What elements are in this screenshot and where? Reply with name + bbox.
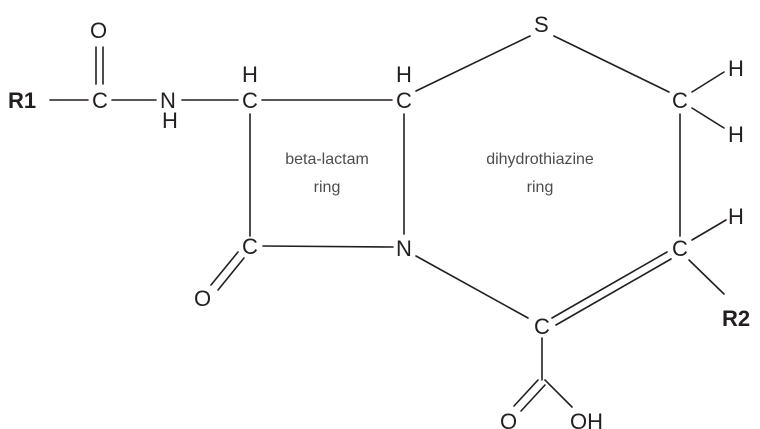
atom-c-alkene: C (672, 236, 688, 261)
bond-lactam-double-a (210, 251, 239, 286)
group-r2: R2 (722, 306, 750, 331)
group-r1: R1 (8, 88, 36, 113)
bond-carboxyl-oh (544, 379, 573, 408)
atom-o-carbonyl: O (90, 18, 107, 43)
atom-c-ch2: C (672, 88, 688, 113)
atom-c-lactam: C (242, 234, 258, 259)
bond-ch2-hbottom (691, 107, 725, 129)
atom-n-ring: N (396, 236, 412, 261)
atom-n-amide: N (160, 88, 176, 113)
atom-labels: O R1 C N H H C H C S C H H C O N C H R2 … (8, 12, 750, 429)
dihydrothiazine-label-line2: ring (527, 179, 554, 196)
atom-h-alkene: H (728, 204, 744, 229)
atom-o-lactam: O (194, 286, 211, 311)
bond-alkene-double-a (551, 251, 668, 319)
bond-clactam-nring (262, 245, 394, 248)
atom-s: S (534, 12, 549, 37)
bond-lactam-double-b (217, 257, 245, 291)
bond-carboxyl-double-a (513, 379, 539, 407)
atom-h-c1: H (242, 62, 258, 87)
bond-lines (49, 35, 727, 412)
bond-calkene-h (691, 219, 727, 241)
dihydrothiazine-label-line1: dihydrothiazine (486, 151, 594, 168)
atom-c2: C (396, 88, 412, 113)
ring-labels: beta-lactam ring dihydrothiazine ring (285, 151, 594, 196)
atom-c1: C (242, 88, 258, 113)
bond-alkene-double-b (555, 258, 672, 326)
bond-nring-cbottom (415, 255, 529, 319)
bond-carboxyl-double-b (520, 384, 546, 412)
atom-c-amide: C (92, 88, 108, 113)
atom-o-carboxyl: O (500, 409, 517, 429)
atom-oh-carboxyl: OH (570, 409, 603, 429)
bond-c2-s (415, 35, 531, 92)
atom-h-ch2-top: H (728, 56, 744, 81)
beta-lactam-label-line2: ring (314, 179, 341, 196)
atom-c-ring-bottom: C (534, 314, 550, 339)
bond-calkene-r2 (688, 259, 725, 295)
bond-s-ch2 (553, 35, 670, 93)
atom-h-ch2-bottom: H (728, 122, 744, 147)
beta-lactam-label-line1: beta-lactam (285, 151, 369, 168)
bond-ch2-htop (691, 71, 725, 93)
atom-h-c2: H (396, 62, 412, 87)
atom-h-amide: H (162, 108, 178, 133)
